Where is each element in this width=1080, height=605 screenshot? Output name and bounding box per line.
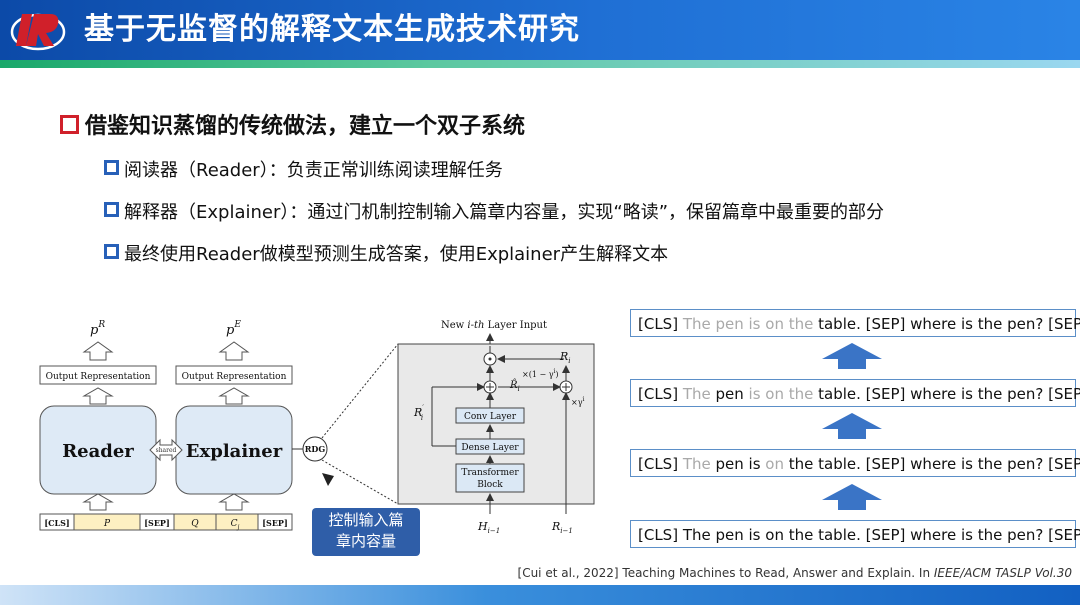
up-arrow-icon xyxy=(82,493,114,511)
sequence-token: pen xyxy=(715,385,749,403)
r-i-label: Ri xyxy=(559,350,571,365)
output-representation-box xyxy=(39,365,157,385)
blue-square-bullet-icon xyxy=(104,244,119,259)
citation-venue: IEEE/ACM TASLP Vol.30 xyxy=(933,566,1072,580)
blue-square-bullet-icon xyxy=(104,202,119,217)
input-cell-label: [CLS] xyxy=(44,518,69,528)
layer-title: New i-th Layer Input xyxy=(441,320,547,331)
conv-layer-block xyxy=(455,407,525,424)
up-arrow-icon xyxy=(822,484,882,510)
sequence-token: The xyxy=(682,385,716,403)
r-input-label: Ri−1 xyxy=(551,520,573,535)
sequence-token: pen is xyxy=(715,455,766,473)
bullet-text: 最终使用Reader做模型预测生成答案，使用Explainer产生解释文本 xyxy=(124,244,669,265)
bullet-item: 阅读器（Reader）：负责正常训练阅读理解任务 xyxy=(104,156,503,182)
up-arrow-icon xyxy=(822,413,882,439)
callout-box: 控制输入篇 章内容量 xyxy=(312,508,420,556)
output-representation-label: Output Representation xyxy=(46,372,151,382)
output-representation-box xyxy=(175,365,293,385)
explainer-output-label: pE xyxy=(226,320,241,338)
callout-line: 章内容量 xyxy=(335,532,396,550)
citation-text: [Cui et al., 2022] Teaching Machines to … xyxy=(517,566,934,580)
bullet-item: 解释器（Explainer）：通过门机制控制输入篇章内容量，实现“略读”，保留篇… xyxy=(104,198,884,224)
sequence-token: the table. [SEP] where is the pen? [SEP] xyxy=(788,455,1080,473)
input-cell-label: [SEP] xyxy=(144,518,169,528)
architecture-diagram: pR pE Output Representation Output Repre… xyxy=(39,320,595,535)
gamma-left-label: ×(1 − γi) xyxy=(522,368,559,379)
up-arrow-icon xyxy=(822,343,882,369)
zoom-line xyxy=(321,343,399,439)
multiply-dot xyxy=(488,357,492,361)
output-representation-label: Output Representation xyxy=(182,372,287,382)
bullet-text: 解释器（Explainer）：通过门机制控制输入篇章内容量，实现“略读”，保留篇… xyxy=(124,202,885,223)
up-arrow-icon xyxy=(218,387,250,405)
sequence-token: table. [SEP] where is the pen? [SEP] xyxy=(818,315,1080,333)
zoom-line xyxy=(321,459,399,505)
r-prime-label: R′i xyxy=(413,404,424,422)
up-arrow-icon xyxy=(218,493,250,511)
title-bar xyxy=(0,0,1080,60)
transformer-label: Block xyxy=(477,480,503,490)
explainer-label: Explainer xyxy=(186,441,283,462)
input-cell-label: [SEP] xyxy=(262,518,287,528)
input-cell xyxy=(257,513,293,531)
dense-layer-label: Dense Layer xyxy=(461,443,519,453)
reader-label: Reader xyxy=(62,441,134,462)
up-arrow-icon xyxy=(218,341,250,361)
bullet-item: 最终使用Reader做模型预测生成答案，使用Explainer产生解释文本 xyxy=(104,240,668,266)
sequence-token: The xyxy=(682,455,716,473)
input-cell-label: Cj xyxy=(231,519,240,531)
reader-output-label: pR xyxy=(90,320,105,338)
sequence-token: on xyxy=(765,455,789,473)
logo-icon xyxy=(10,13,66,51)
page-title: 基于无监督的解释文本生成技术研究 xyxy=(84,12,580,47)
conv-layer-label: Conv Layer xyxy=(464,412,517,422)
dense-layer-block xyxy=(455,438,525,455)
callout-pointer-icon xyxy=(322,473,334,486)
transformer-label: Transformer xyxy=(461,468,519,478)
h-input-label: Hi−1 xyxy=(477,520,500,535)
sequence-box: [CLS] The pen is on the table. [SEP] whe… xyxy=(630,309,1080,337)
callout-line: 控制输入篇 xyxy=(328,511,404,529)
transformer-block xyxy=(455,463,525,493)
shared-double-arrow-icon xyxy=(149,438,183,462)
blue-square-bullet-icon xyxy=(104,160,119,175)
sequence-token: [CLS] xyxy=(638,455,683,473)
footer-bar xyxy=(0,585,1080,605)
section-heading-text: 借鉴知识蒸馏的传统做法，建立一个双子系统 xyxy=(85,114,526,139)
r-hat-label: R̂i xyxy=(509,379,520,393)
sequence-box: [CLS] The pen is on the table. [SEP] whe… xyxy=(630,520,1080,548)
bullet-text: 阅读器（Reader）：负责正常训练阅读理解任务 xyxy=(124,160,503,181)
shared-label: shared xyxy=(156,447,177,454)
sequence-box: [CLS] The pen is on the table. [SEP] whe… xyxy=(630,379,1080,407)
sequence-token: [CLS] xyxy=(638,315,683,333)
title-bar-stripe xyxy=(0,60,1080,68)
sequence-token: The pen is on the xyxy=(682,315,819,333)
input-cell-label: Q xyxy=(191,519,199,529)
gamma-right-label: ×γi xyxy=(571,396,584,407)
sequence-box: [CLS] The pen is on the table. [SEP] whe… xyxy=(630,449,1080,477)
up-arrow-icon xyxy=(82,387,114,405)
red-square-bullet-icon xyxy=(60,115,79,134)
input-cell-label: P xyxy=(103,519,111,529)
citation: [Cui et al., 2022] Teaching Machines to … xyxy=(518,566,1072,580)
rdg-label: RDG xyxy=(305,444,326,454)
sequence-token: table. [SEP] where is the pen? [SEP] xyxy=(818,385,1080,403)
sequence-token: is on the xyxy=(748,385,819,403)
section-heading: 借鉴知识蒸馏的传统做法，建立一个双子系统 xyxy=(60,108,525,140)
sequence-token: [CLS] xyxy=(638,385,683,403)
sequence-token: [CLS] The pen is on the table. [SEP] whe… xyxy=(638,526,1080,544)
up-arrow-icon xyxy=(82,341,114,361)
